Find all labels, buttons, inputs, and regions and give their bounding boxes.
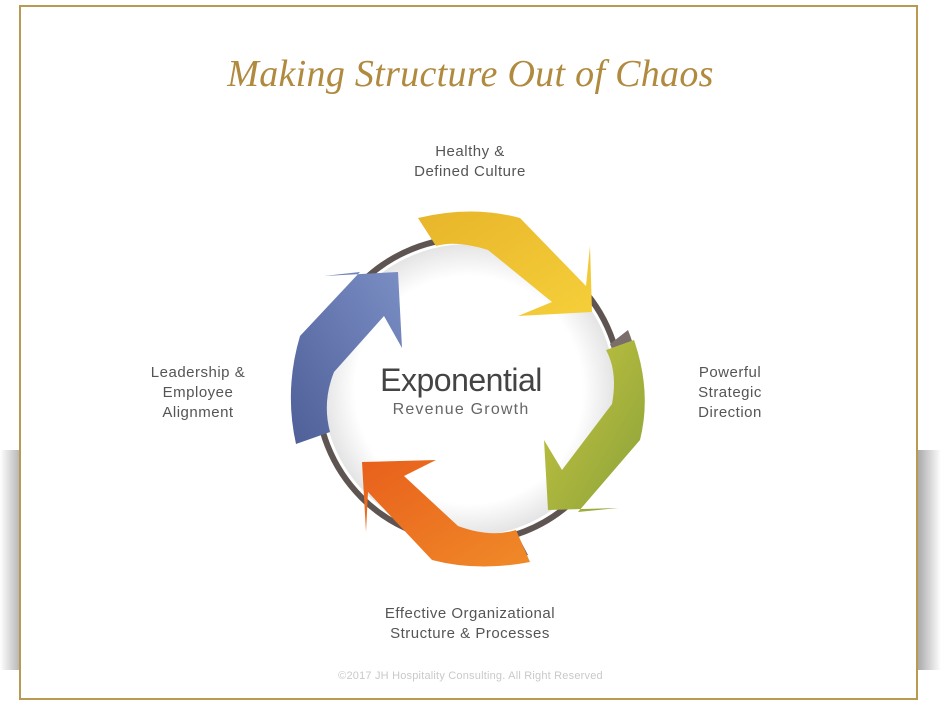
copyright-notice: ©2017 JH Hospitality Consulting. All Rig…	[338, 670, 603, 682]
label-strategic-direction: Powerful Strategic Direction	[660, 363, 800, 423]
label-strategic-line-1: Powerful	[698, 364, 762, 381]
page-shadow-right	[917, 450, 941, 670]
label-culture: Healthy & Defined Culture	[370, 142, 570, 182]
arrow-top-yellow	[418, 211, 592, 316]
label-culture-line-2: Defined Culture	[414, 163, 526, 180]
label-structure-line-1: Effective Organizational	[384, 605, 556, 622]
label-leadership-line-2: Employee	[162, 384, 234, 401]
label-culture-line-1: Healthy &	[435, 143, 505, 160]
label-leadership: Leadership & Employee Alignment	[128, 363, 268, 423]
arrow-bottom-orange	[362, 460, 530, 567]
label-strategic-line-3: Direction	[698, 404, 762, 421]
arrow-right-green	[544, 340, 645, 512]
label-strategic-line-2: Strategic	[698, 384, 762, 401]
arrow-left-blue	[290, 272, 402, 444]
label-leadership-line-1: Leadership &	[150, 364, 246, 381]
diagram-title: Making Structure Out of Chaos	[227, 53, 714, 95]
center-subtitle: Revenue Growth	[392, 401, 530, 418]
center-title: Exponential	[380, 362, 542, 398]
label-leadership-line-3: Alignment	[162, 404, 234, 421]
label-structure-line-2: Structure & Processes	[390, 625, 550, 642]
label-organizational-structure: Effective Organizational Structure & Pro…	[330, 604, 610, 644]
